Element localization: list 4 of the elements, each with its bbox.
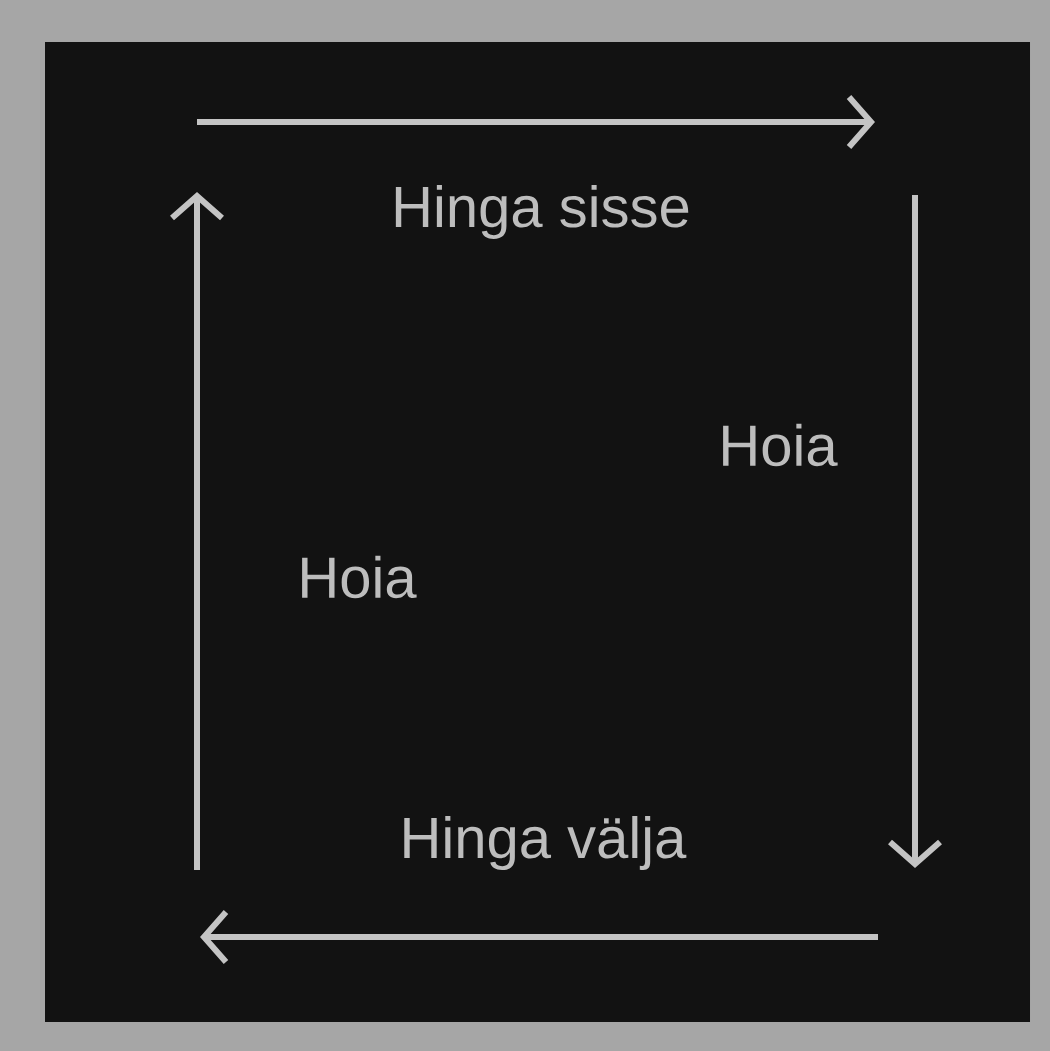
step-label: Hinga välja xyxy=(404,815,687,871)
step-label: Hinga sisse xyxy=(395,184,689,240)
step-label: Hoia xyxy=(723,423,838,467)
step-label: Hoia xyxy=(302,555,417,599)
